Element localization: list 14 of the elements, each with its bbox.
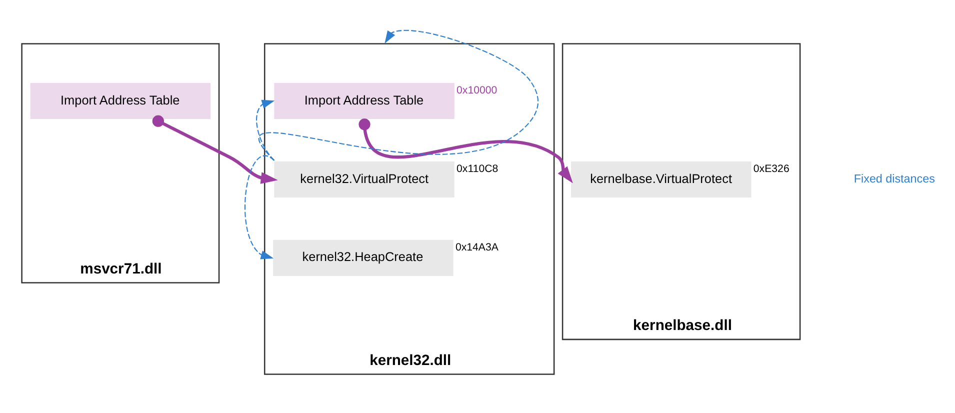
node-label: 0x14A3A — [454, 242, 498, 254]
arrow — [244, 156, 274, 260]
node-label: 0xE326 — [752, 163, 789, 176]
arrow — [358, 118, 572, 184]
node-box: Import Address Table — [274, 83, 454, 120]
node-box: kernel32.VirtualProtect — [274, 161, 454, 198]
node-label: 0x10000 — [456, 84, 497, 97]
arrow — [152, 115, 278, 184]
node-box: kernel32.HeapCreate — [272, 240, 453, 276]
arrow — [256, 100, 274, 161]
node-box: kernelbase.VirtualProtect — [570, 161, 751, 198]
node-label: 0x110C8 — [456, 163, 498, 176]
node-box: Import Address Table — [30, 83, 210, 120]
label: Fixed distances — [853, 172, 934, 186]
